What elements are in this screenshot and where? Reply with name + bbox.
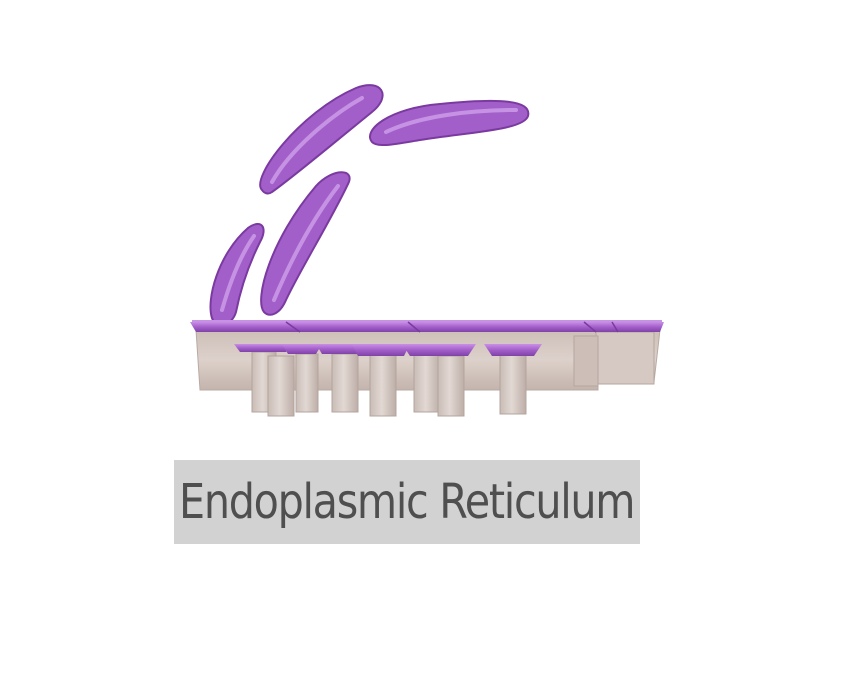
pillar <box>402 344 476 417</box>
pillar <box>282 344 322 413</box>
tubule-top-left <box>259 84 384 195</box>
diagram-label: Endoplasmic Reticulum <box>179 474 635 530</box>
pillar <box>316 344 364 413</box>
tubule-middle <box>260 171 351 316</box>
label-banner: Endoplasmic Reticulum <box>174 460 640 544</box>
tubule-top-right <box>369 99 530 147</box>
tubule-left <box>209 223 265 327</box>
pillar <box>484 344 542 415</box>
pillar <box>352 344 410 417</box>
pillar <box>234 344 295 417</box>
tubule-group <box>209 84 530 327</box>
er-pillars <box>234 344 542 417</box>
